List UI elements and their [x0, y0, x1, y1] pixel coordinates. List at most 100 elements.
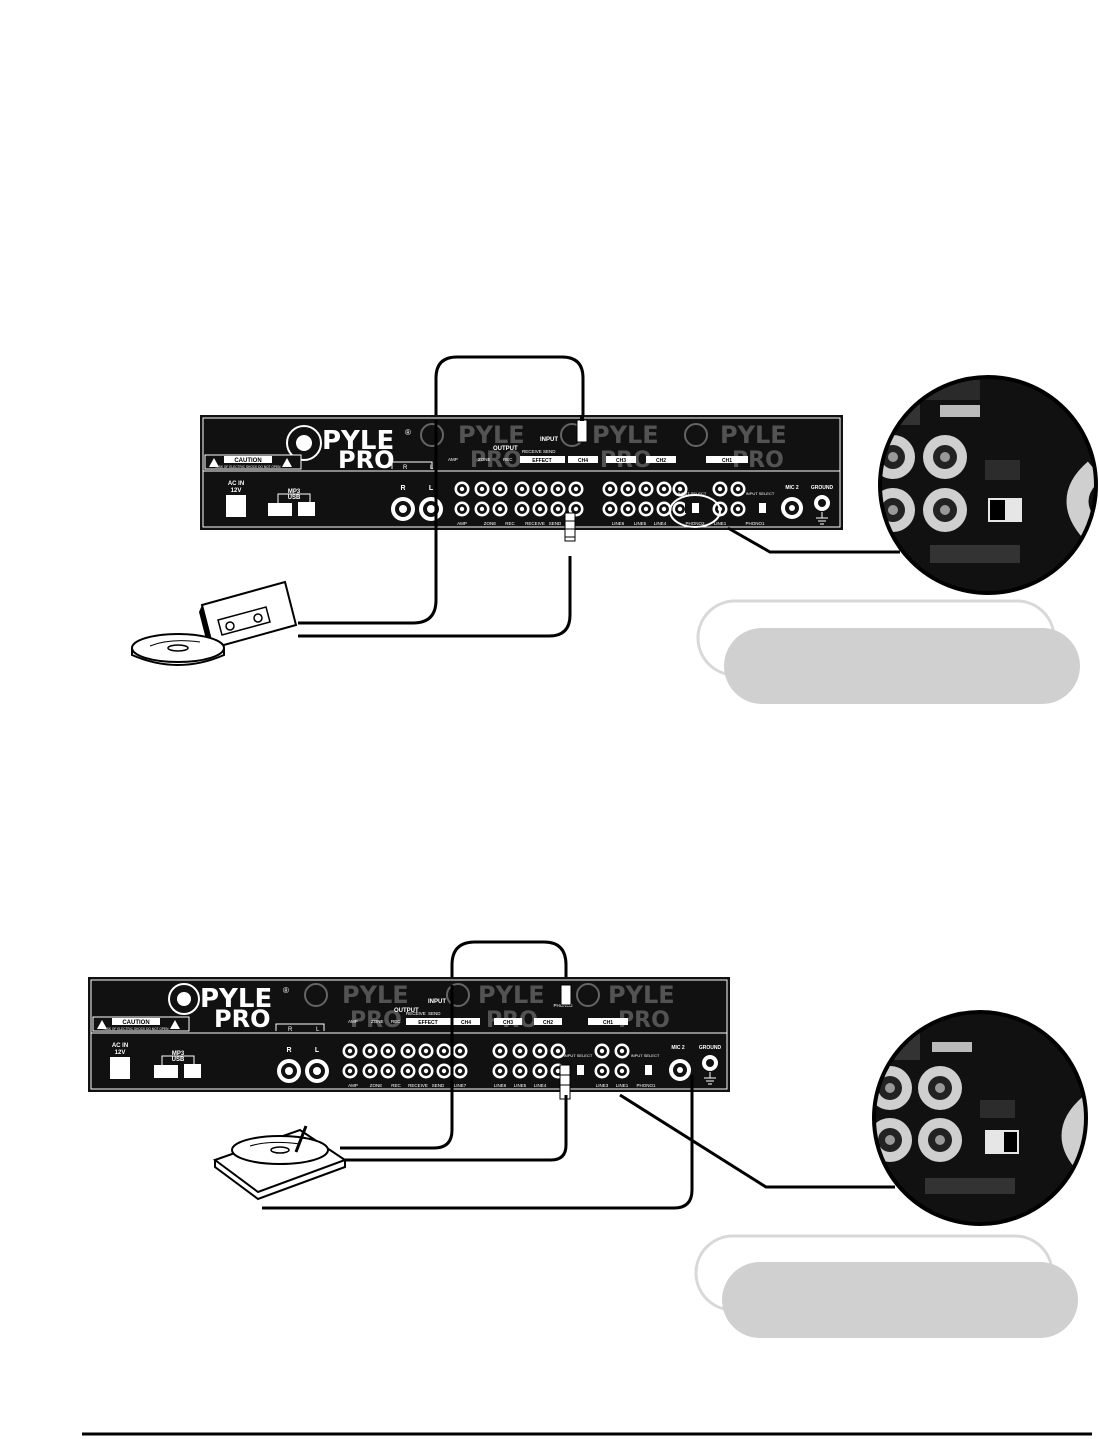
cassette-deck-icon	[199, 580, 298, 655]
rca-jack	[474, 481, 490, 497]
zone-top: ZONE	[371, 1019, 384, 1024]
mp3-label: MP3	[288, 489, 301, 495]
ch-l-top: L	[430, 465, 434, 471]
rca-jack	[568, 481, 584, 497]
line5-label: LINE5	[634, 521, 647, 526]
ch-l-top: L	[316, 1027, 320, 1033]
rca-jack	[512, 1063, 528, 1079]
caution-label: CAUTION RISK OF ELECTRIC SHOCK DO NOT OP…	[92, 1016, 190, 1032]
amp-top: AMP	[448, 457, 458, 462]
ch1-tab: CH1	[722, 458, 732, 464]
pyle-pro-logo-main: PYLE ® PRO	[286, 425, 411, 474]
callout-fill	[724, 628, 1080, 704]
ghost-brand: PYLE	[592, 421, 659, 449]
ac-in-label: AC IN	[228, 481, 244, 487]
usb-port-2	[298, 502, 315, 516]
rca-jack	[550, 481, 566, 497]
ground-wire	[262, 1075, 694, 1210]
mixer-rear-panel: PYLE ® PRO PYLE PRO PYLE PRO PYLE PRO	[88, 977, 730, 1100]
rca-jack	[380, 1063, 396, 1079]
line5-label: LINE5	[514, 1083, 527, 1088]
ground-label: GROUND	[811, 485, 834, 491]
cable-to-turntable-lower	[340, 1095, 568, 1162]
receive-label: RECEIVE	[525, 521, 545, 526]
rca-jack	[602, 481, 618, 497]
rca-jack	[436, 1063, 452, 1079]
ac-in-socket	[110, 1057, 130, 1079]
mic2-label: MIC 2	[785, 485, 799, 491]
caution-sub: RISK OF ELECTRIC SHOCK DO NOT OPEN	[216, 465, 281, 469]
rca-jack	[730, 481, 746, 497]
rca-plug-receive	[576, 419, 588, 443]
ghost-brand: PYLE	[458, 421, 525, 449]
input-select-label: INPUT SELECT	[564, 1053, 593, 1058]
callout-fill	[722, 1262, 1078, 1338]
ch3-tab: CH3	[503, 1020, 513, 1026]
rec-label: REC	[505, 521, 515, 526]
input-header: INPUT	[428, 999, 446, 1005]
input-select-label: INPUT SELECT	[746, 491, 775, 496]
rca-jack	[712, 481, 728, 497]
zoom-rca-jack	[880, 435, 915, 479]
rca-jack	[512, 1043, 528, 1059]
voltage-label: 12V	[231, 488, 242, 494]
pyle-logo-swirl	[684, 423, 708, 447]
rca-jack	[474, 501, 490, 517]
magnifier-lens	[878, 375, 1098, 595]
mixer-rear-panel: PYLE ® PRO PYLE PRO PYLE PRO PYLE PRO	[200, 415, 843, 542]
pyle-logo-swirl-inner	[296, 435, 312, 451]
ch4-tab: CH4	[461, 1020, 471, 1026]
callout-2	[694, 1234, 1078, 1338]
warning-triangle-icon	[170, 1020, 180, 1029]
registered-mark: ®	[405, 428, 411, 437]
phono1-label: PHONO1	[745, 521, 765, 526]
ghost-brand-sub: PRO	[350, 1008, 402, 1033]
line7-label: LINE7	[454, 1083, 467, 1088]
cd-player-icon	[131, 633, 225, 666]
brand-sub: PRO	[214, 1005, 270, 1033]
rca-jack	[454, 501, 470, 517]
ground-symbol-icon	[816, 512, 828, 525]
rca-jack	[492, 481, 508, 497]
cable-to-source-upper	[298, 420, 438, 625]
mp3-label: MP3	[172, 1051, 185, 1057]
registered-mark: ®	[283, 986, 289, 995]
rca-jack	[400, 1063, 416, 1079]
caution-sub: RISK OF ELECTRIC SHOCK DO NOT OPEN	[104, 1027, 169, 1031]
pyle-pro-logo-main: PYLE ® PRO	[168, 983, 289, 1033]
zone-label: ZONE	[484, 521, 497, 526]
input-select-label: INPUT SELECT	[631, 1053, 660, 1058]
rca-jack	[492, 1063, 508, 1079]
master-l-label: L	[315, 1047, 320, 1054]
rca-jack	[400, 1043, 416, 1059]
cable-to-turntable-upper	[340, 985, 454, 1150]
brand-main: PYLE	[322, 426, 394, 456]
rca-jack	[362, 1043, 378, 1059]
ground-label: GROUND	[699, 1045, 722, 1051]
rca-jack	[620, 501, 636, 517]
usb-port-2	[184, 1064, 201, 1078]
rca-jack	[532, 501, 548, 517]
ch2-tab: CH2	[543, 1020, 553, 1026]
rca-jack	[452, 1063, 468, 1079]
line6-label: LINE6	[494, 1083, 507, 1088]
line3-label: LINE3	[596, 1083, 609, 1088]
rca-jack	[418, 1063, 434, 1079]
panel-inner-border	[90, 979, 728, 1090]
ch1-tab: CH1	[603, 1020, 613, 1026]
ghost-brand: PYLE	[608, 981, 675, 1009]
ch3-tab: CH3	[616, 458, 626, 464]
line6-label: LINE6	[612, 521, 625, 526]
usb-port-1	[154, 1065, 178, 1078]
mic2-label: MIC 2	[671, 1045, 685, 1051]
ghost-brand-sub: PRO	[470, 448, 522, 473]
phono2-label: PHONO2	[685, 521, 705, 526]
send-top: SEND	[428, 1011, 441, 1016]
send-label: SEND	[549, 521, 562, 526]
input-select-label: INPUT SELECT	[678, 491, 707, 496]
rca-jack	[454, 481, 470, 497]
master-l-label: L	[429, 485, 434, 492]
pyle-logo-swirl	[168, 983, 200, 1015]
amp-label: AMP	[348, 1083, 358, 1088]
usb-port-1	[268, 503, 292, 516]
